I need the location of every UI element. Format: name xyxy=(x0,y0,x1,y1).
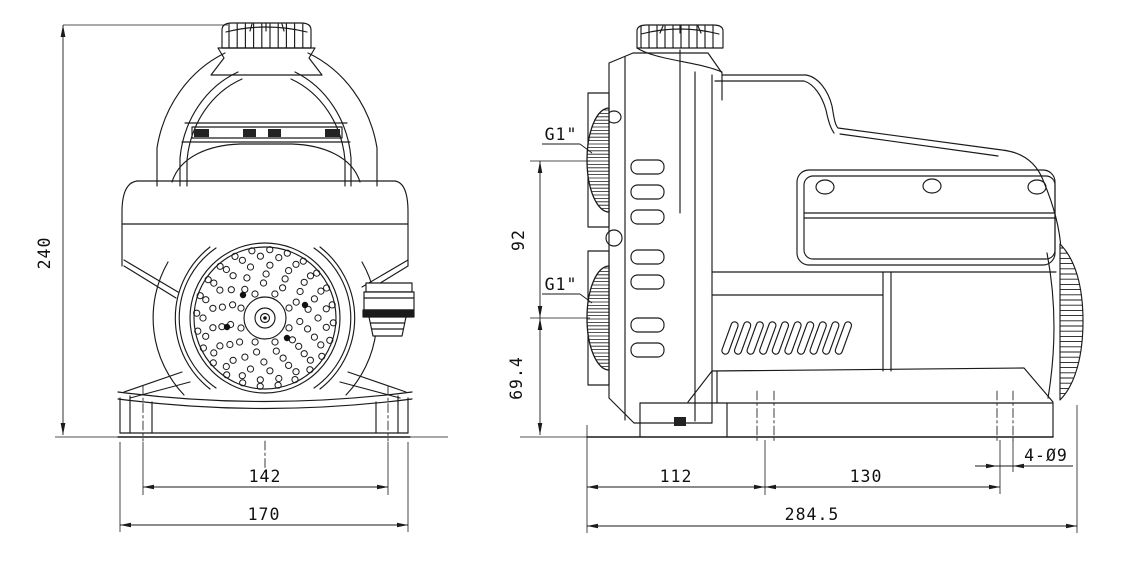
top-plate xyxy=(171,122,361,183)
vent-slots xyxy=(630,159,665,358)
dim-foot-hole-spacing-front: 142 xyxy=(249,467,282,486)
pump-base-front xyxy=(117,371,413,438)
dimension-arrows xyxy=(60,25,1077,529)
dim-base-width: 170 xyxy=(248,505,281,524)
pump-base-side xyxy=(586,367,1054,438)
pump-body-front xyxy=(121,180,409,299)
front-view xyxy=(117,22,415,473)
threaded-ports xyxy=(586,92,610,386)
dim-bottom-port-height: 69.4 xyxy=(507,356,526,400)
dim-front-to-first-hole: 112 xyxy=(660,467,693,486)
handle-arch xyxy=(156,52,378,187)
cooling-louvers xyxy=(721,321,853,355)
dim-hole-spacing-side: 130 xyxy=(850,467,883,486)
dimension-extension-lines xyxy=(55,24,1078,533)
fan-cover xyxy=(189,242,341,394)
motor-body xyxy=(711,74,1062,399)
panel-screw-holes xyxy=(815,178,1047,195)
dimension-lines xyxy=(62,25,1077,527)
fan-cover-dark-holes xyxy=(223,291,309,342)
dim-overall-height: 240 xyxy=(35,237,54,270)
rear-fan-guard xyxy=(1059,243,1084,401)
cable-gland xyxy=(362,282,415,337)
front-centerlines xyxy=(142,385,389,473)
pump-head-side xyxy=(605,49,723,426)
label-bottom-port-thread: G1" xyxy=(545,275,578,294)
label-top-port-thread: G1" xyxy=(545,125,578,144)
dim-port-spacing: 92 xyxy=(509,229,528,251)
fan-cover-holes xyxy=(193,246,337,390)
dim-mounting-holes: 4-Ø9 xyxy=(1024,446,1068,465)
fan-shroud xyxy=(152,246,378,396)
side-view xyxy=(586,24,1084,442)
priming-cap-front xyxy=(210,22,323,76)
dimension-labels: 240 142 170 G1" G1" 92 69.4 112 130 4-Ø9… xyxy=(35,125,1068,524)
priming-cap-side xyxy=(636,24,724,73)
dim-overall-length: 284.5 xyxy=(785,505,840,524)
side-centerlines xyxy=(756,390,1014,442)
